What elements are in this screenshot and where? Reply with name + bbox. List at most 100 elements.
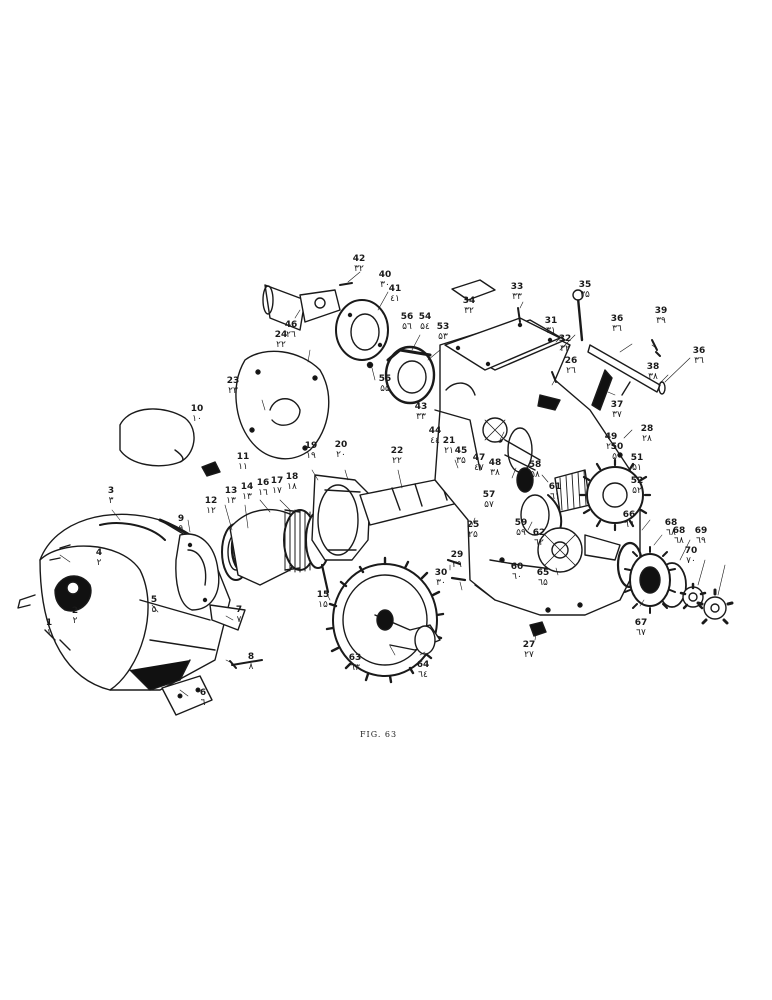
callout-arabic-number: ٢ (72, 616, 78, 626)
callout-number: 3 (107, 486, 115, 496)
callout-number: 68 (664, 518, 678, 528)
callout-number: 13 (224, 486, 238, 496)
callout-number: 39 (654, 306, 668, 316)
callout-number: 7 (235, 605, 243, 615)
clip-part (201, 461, 221, 477)
callout-arabic-number: ٤٧ (474, 463, 484, 473)
callout-number: 65 (536, 568, 550, 578)
shift-lever (576, 296, 584, 342)
large-gear (586, 466, 644, 524)
callout-number: 69 (694, 526, 708, 536)
callout-number: 30 (434, 568, 448, 578)
callout-arabic-number: ٦٤ (418, 670, 428, 680)
callout-arabic-number: ۵ (151, 605, 157, 615)
callout-arabic-number: ٦٣ (350, 663, 360, 673)
callout-arabic-number: ٢٠ (336, 450, 346, 460)
callout-number: 19 (304, 441, 318, 451)
callout-arabic-number: ۵٨ (530, 470, 540, 480)
callout-arabic-number: ٦٨ (674, 536, 684, 546)
callout-arabic-number: ٦٨ (666, 528, 676, 538)
callout-number: 31 (544, 316, 558, 326)
callout-number: 67 (634, 618, 648, 628)
callout-number: 6 (199, 688, 207, 698)
callout-arabic-number: ٦١ (550, 492, 560, 502)
side-cover (235, 350, 330, 460)
callout-arabic-number: ١٣ (242, 492, 252, 502)
callout-number: 36 (692, 346, 706, 356)
callout-number: 36 (610, 314, 624, 324)
callout-number: 1 (45, 618, 53, 628)
callout-arabic-number: ٧٠ (686, 556, 696, 566)
callout-number: 10 (190, 404, 204, 414)
callout-number: 64 (416, 660, 430, 670)
callout-arabic-number: ١۵ (318, 600, 328, 610)
callout-arabic-number: ۵٩ (516, 528, 526, 538)
callout-arabic-number: ۵٤ (420, 322, 430, 332)
callout-arabic-number: ١٨ (287, 482, 297, 492)
callout-number: 52 (630, 476, 644, 486)
callout-arabic-number: ٢١ (444, 446, 454, 456)
callout-arabic-number: ٣٠ (436, 578, 446, 588)
callout-arabic-number: ٣٢ (560, 344, 570, 354)
callout-number: 58 (528, 460, 542, 470)
callout-arabic-number: ٢٦ (566, 366, 576, 376)
callout-arabic-number: ٦٦ (624, 520, 634, 530)
callout-arabic-number: ٢٧ (524, 650, 534, 660)
callout-number: 53 (436, 322, 450, 332)
callout-arabic-number: ٧ (236, 615, 242, 625)
callout-number: 42 (352, 254, 366, 264)
star-washer (679, 582, 707, 610)
flange-part (175, 533, 220, 611)
callout-number: 50 (610, 442, 624, 452)
callout-number: 55 (378, 374, 392, 384)
callout-number: 68 (672, 526, 686, 536)
callout-arabic-number: ٣٢ (464, 306, 474, 316)
callout-arabic-number: ١١ (238, 462, 248, 472)
callout-arabic-number: ٣٣ (512, 292, 522, 302)
callout-arabic-number: ۵١ (632, 463, 642, 473)
callout-number: 44 (428, 426, 442, 436)
callout-number: 37 (610, 400, 624, 410)
callout-arabic-number: ٢٨ (642, 434, 652, 444)
callout-number: 11 (236, 452, 250, 462)
callout-arabic-number: ٨ (248, 662, 254, 672)
callout-arabic-number: ۵٠ (612, 452, 622, 462)
callout-arabic-number: ٢٣ (228, 386, 238, 396)
callout-arabic-number: ٦٧ (636, 628, 646, 638)
callout-number: 35 (578, 280, 592, 290)
callout-arabic-number: ٢٦ (286, 330, 296, 340)
callout-arabic-number: ١٩ (306, 451, 316, 461)
